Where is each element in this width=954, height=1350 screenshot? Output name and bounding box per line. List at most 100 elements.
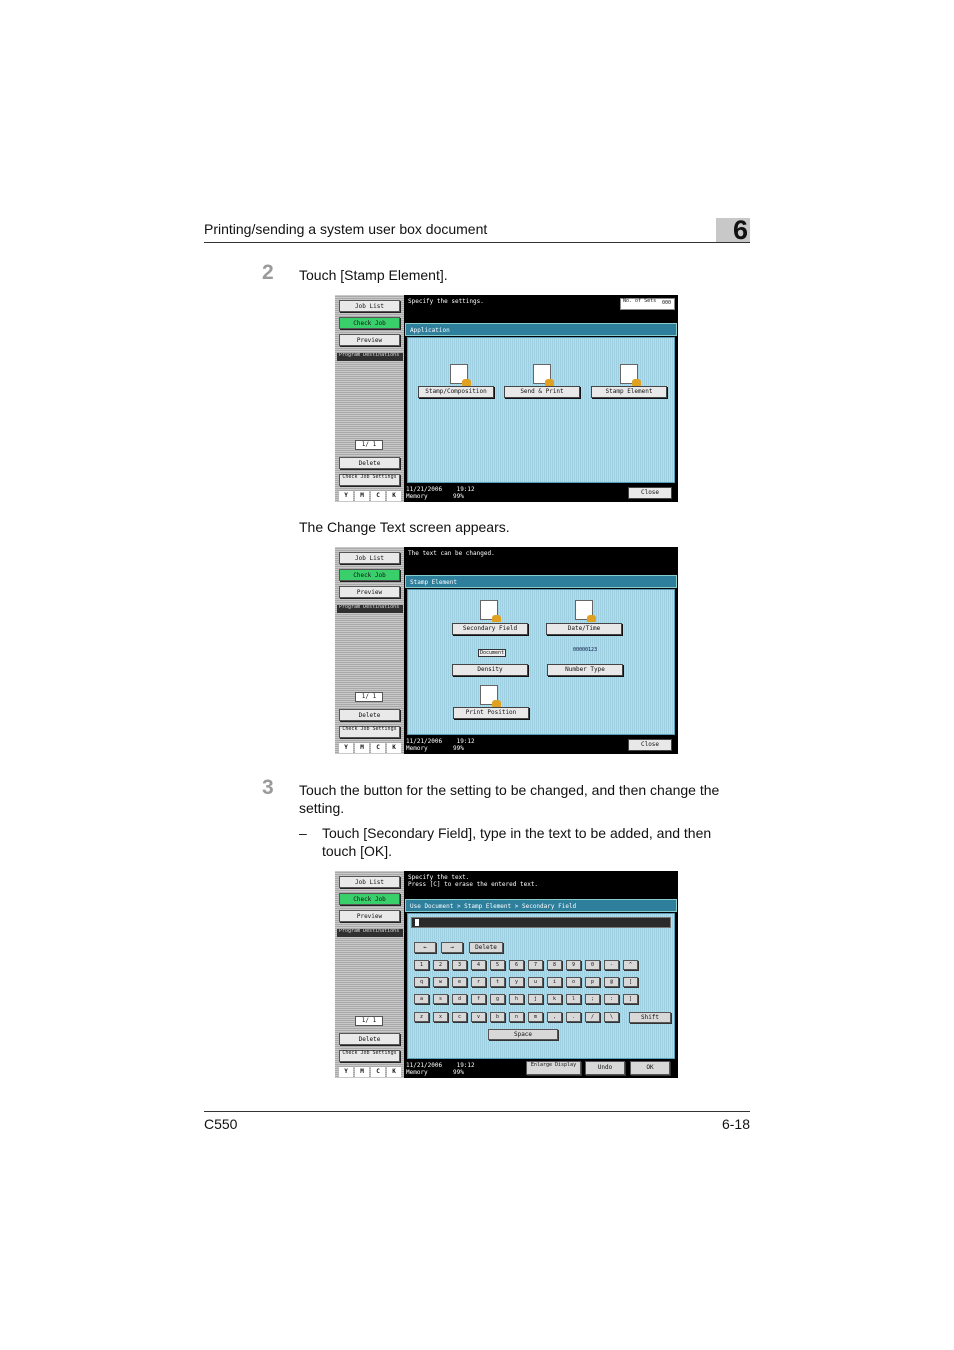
check-job-button[interactable]: Check Job [339,893,400,905]
number-type-button[interactable]: Number Type [547,664,623,676]
density-button[interactable]: Density [452,664,528,676]
key-row4[interactable]: z [414,1012,429,1022]
key-row3[interactable]: : [604,994,619,1004]
check-job-settings-button[interactable]: Check Job Settings [339,1050,400,1062]
delete-button[interactable]: Delete [339,457,400,469]
delete-button[interactable]: Delete [339,709,400,721]
key-row4[interactable]: / [585,1012,600,1022]
send-print-button[interactable]: Send & Print [504,386,580,398]
key-row4[interactable]: . [566,1012,581,1022]
status-bar: 11/21/2006 19:12 Memory 99% [406,738,475,752]
chapter-tab [716,218,750,243]
key-row3[interactable]: j [528,994,543,1004]
delete-key[interactable]: Delete [469,942,503,953]
delete-button[interactable]: Delete [339,1033,400,1045]
key-row3[interactable]: k [547,994,562,1004]
key-row1[interactable]: 5 [490,960,505,970]
toner-c: C [371,491,385,501]
key-row1[interactable]: 6 [509,960,524,970]
key-row2[interactable]: i [547,977,562,987]
toner-c: C [371,1067,385,1077]
status-bar: 11/21/2006 19:12 Memory 99% [406,1062,475,1076]
date-time-button[interactable]: Date/Time [546,623,622,635]
key-row4[interactable]: n [509,1012,524,1022]
key-row2[interactable]: u [528,977,543,987]
stamp-composition-button[interactable]: Stamp/Composition [418,386,494,398]
check-job-settings-button[interactable]: Check Job Settings [339,474,400,486]
key-row3[interactable]: ; [585,994,600,1004]
undo-button[interactable]: Undo [585,1061,625,1075]
panel-stamp-element-screen: Job List Check Job Preview Program Desti… [335,547,678,754]
check-job-button[interactable]: Check Job [339,317,400,329]
preview-button[interactable]: Preview [339,586,400,598]
print-position-button[interactable]: Print Position [453,707,529,719]
check-job-settings-button[interactable]: Check Job Settings [339,726,400,738]
stamp-element-button[interactable]: Stamp Element [591,386,667,398]
key-row1[interactable]: 2 [433,960,448,970]
message: Specify the settings. [408,298,484,305]
text-input-field[interactable] [411,917,671,928]
key-row3[interactable]: a [414,994,429,1004]
toner-c: C [371,743,385,753]
close-button[interactable]: Close [628,487,672,499]
job-list-button[interactable]: Job List [339,552,400,564]
secondary-field-button[interactable]: Secondary Field [452,623,528,635]
key-row2[interactable]: [ [623,977,638,987]
key-row1[interactable]: 8 [547,960,562,970]
key-row1[interactable]: 9 [566,960,581,970]
key-row1[interactable]: 7 [528,960,543,970]
key-row3[interactable]: f [471,994,486,1004]
key-row1[interactable]: ^ [623,960,638,970]
header-rule [204,242,750,243]
key-row4[interactable]: m [528,1012,543,1022]
key-row4[interactable]: c [452,1012,467,1022]
key-row3[interactable]: g [490,994,505,1004]
key-row2[interactable]: w [433,977,448,987]
key-row2[interactable]: p [585,977,600,987]
key-row3[interactable]: s [433,994,448,1004]
preview-button[interactable]: Preview [339,334,400,346]
send-print-icon [533,364,554,386]
ok-button[interactable]: OK [630,1061,670,1075]
program-destinations-bar: Program Destinations [337,605,403,613]
memory-label: Memory [406,1069,428,1076]
space-key[interactable]: Space [488,1029,558,1040]
key-row2[interactable]: t [490,977,505,987]
job-list-button[interactable]: Job List [339,876,400,888]
key-row3[interactable]: ] [623,994,638,1004]
cursor-right-key[interactable]: → [441,942,463,953]
key-row4[interactable]: b [490,1012,505,1022]
close-button[interactable]: Close [628,739,672,751]
key-row3[interactable]: h [509,994,524,1004]
shift-key[interactable]: Shift [629,1012,671,1023]
preview-button[interactable]: Preview [339,910,400,922]
running-header: Printing/sending a system user box docum… [204,221,488,237]
key-row1[interactable]: 1 [414,960,429,970]
message: The text can be changed. [408,550,495,557]
key-row4[interactable]: x [433,1012,448,1022]
key-row2[interactable]: r [471,977,486,987]
step-text: Touch the button for the setting to be c… [299,782,720,816]
key-row4[interactable]: \ [604,1012,619,1022]
key-row1[interactable]: 4 [471,960,486,970]
key-row2[interactable]: o [566,977,581,987]
note-text: The Change Text screen appears. [299,519,510,535]
enlarge-display-button[interactable]: Enlarge Display [526,1061,581,1075]
cursor-left-key[interactable]: ← [414,942,436,953]
key-row1[interactable]: 0 [585,960,600,970]
check-job-button[interactable]: Check Job [339,569,400,581]
key-row2[interactable]: e [452,977,467,987]
bullet-text: Touch [Secondary Field], type in the tex… [322,825,712,859]
key-row1[interactable]: 3 [452,960,467,970]
key-row3[interactable]: d [452,994,467,1004]
key-row2[interactable]: @ [604,977,619,987]
footer-page-number: 6-18 [721,1116,750,1132]
status-bar: 11/21/2006 19:12 Memory 99% [406,486,475,500]
key-row2[interactable]: q [414,977,429,987]
key-row4[interactable]: v [471,1012,486,1022]
key-row1[interactable]: - [604,960,619,970]
key-row4[interactable]: , [547,1012,562,1022]
key-row3[interactable]: l [566,994,581,1004]
job-list-button[interactable]: Job List [339,300,400,312]
key-row2[interactable]: y [509,977,524,987]
